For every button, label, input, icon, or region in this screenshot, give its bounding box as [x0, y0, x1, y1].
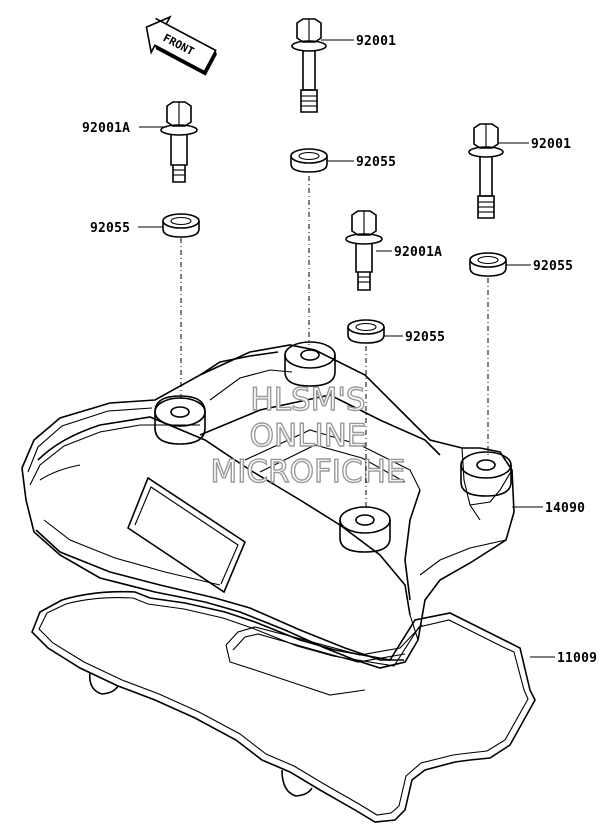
washer-right: [469, 252, 507, 277]
watermark-line-3: MICROFICHE: [211, 454, 406, 490]
bolt-top-center: [291, 18, 327, 113]
leader-lines: [138, 39, 555, 658]
washer-left: [162, 213, 200, 238]
watermark-line-2: ONLINE: [250, 418, 367, 454]
bolt-left: [160, 101, 198, 183]
label-washer-center: 92055: [405, 330, 445, 345]
label-cylinder-head-cover: 14090: [545, 501, 585, 516]
label-bolt-center: 92001A: [394, 245, 442, 260]
bolt-right: [468, 123, 504, 219]
bolt-center: [345, 210, 383, 291]
watermark: HLSM'S ONLINE MICROFICHE: [210, 381, 406, 490]
label-bolt-top-center: 92001: [356, 34, 396, 49]
cover-boss-center-bottom: [339, 506, 391, 553]
cover-boss-center-top: [284, 341, 336, 387]
label-gasket: 11009: [557, 651, 597, 666]
cylinder-head-cover: [21, 341, 515, 669]
label-washer-left: 92055: [90, 221, 130, 236]
label-washer-right: 92055: [533, 259, 573, 274]
gasket: [31, 590, 536, 823]
label-bolt-left: 92001A: [82, 121, 130, 136]
cover-boss-left: [154, 395, 206, 445]
watermark-line-1: HLSM'S: [250, 382, 365, 418]
label-washer-top-center: 92055: [356, 155, 396, 170]
washer-top-center: [290, 148, 328, 173]
front-arrow-icon: FRONT: [145, 15, 217, 76]
cover-boss-right: [460, 451, 512, 497]
label-bolt-right: 92001: [531, 137, 571, 152]
washer-center: [347, 319, 385, 344]
